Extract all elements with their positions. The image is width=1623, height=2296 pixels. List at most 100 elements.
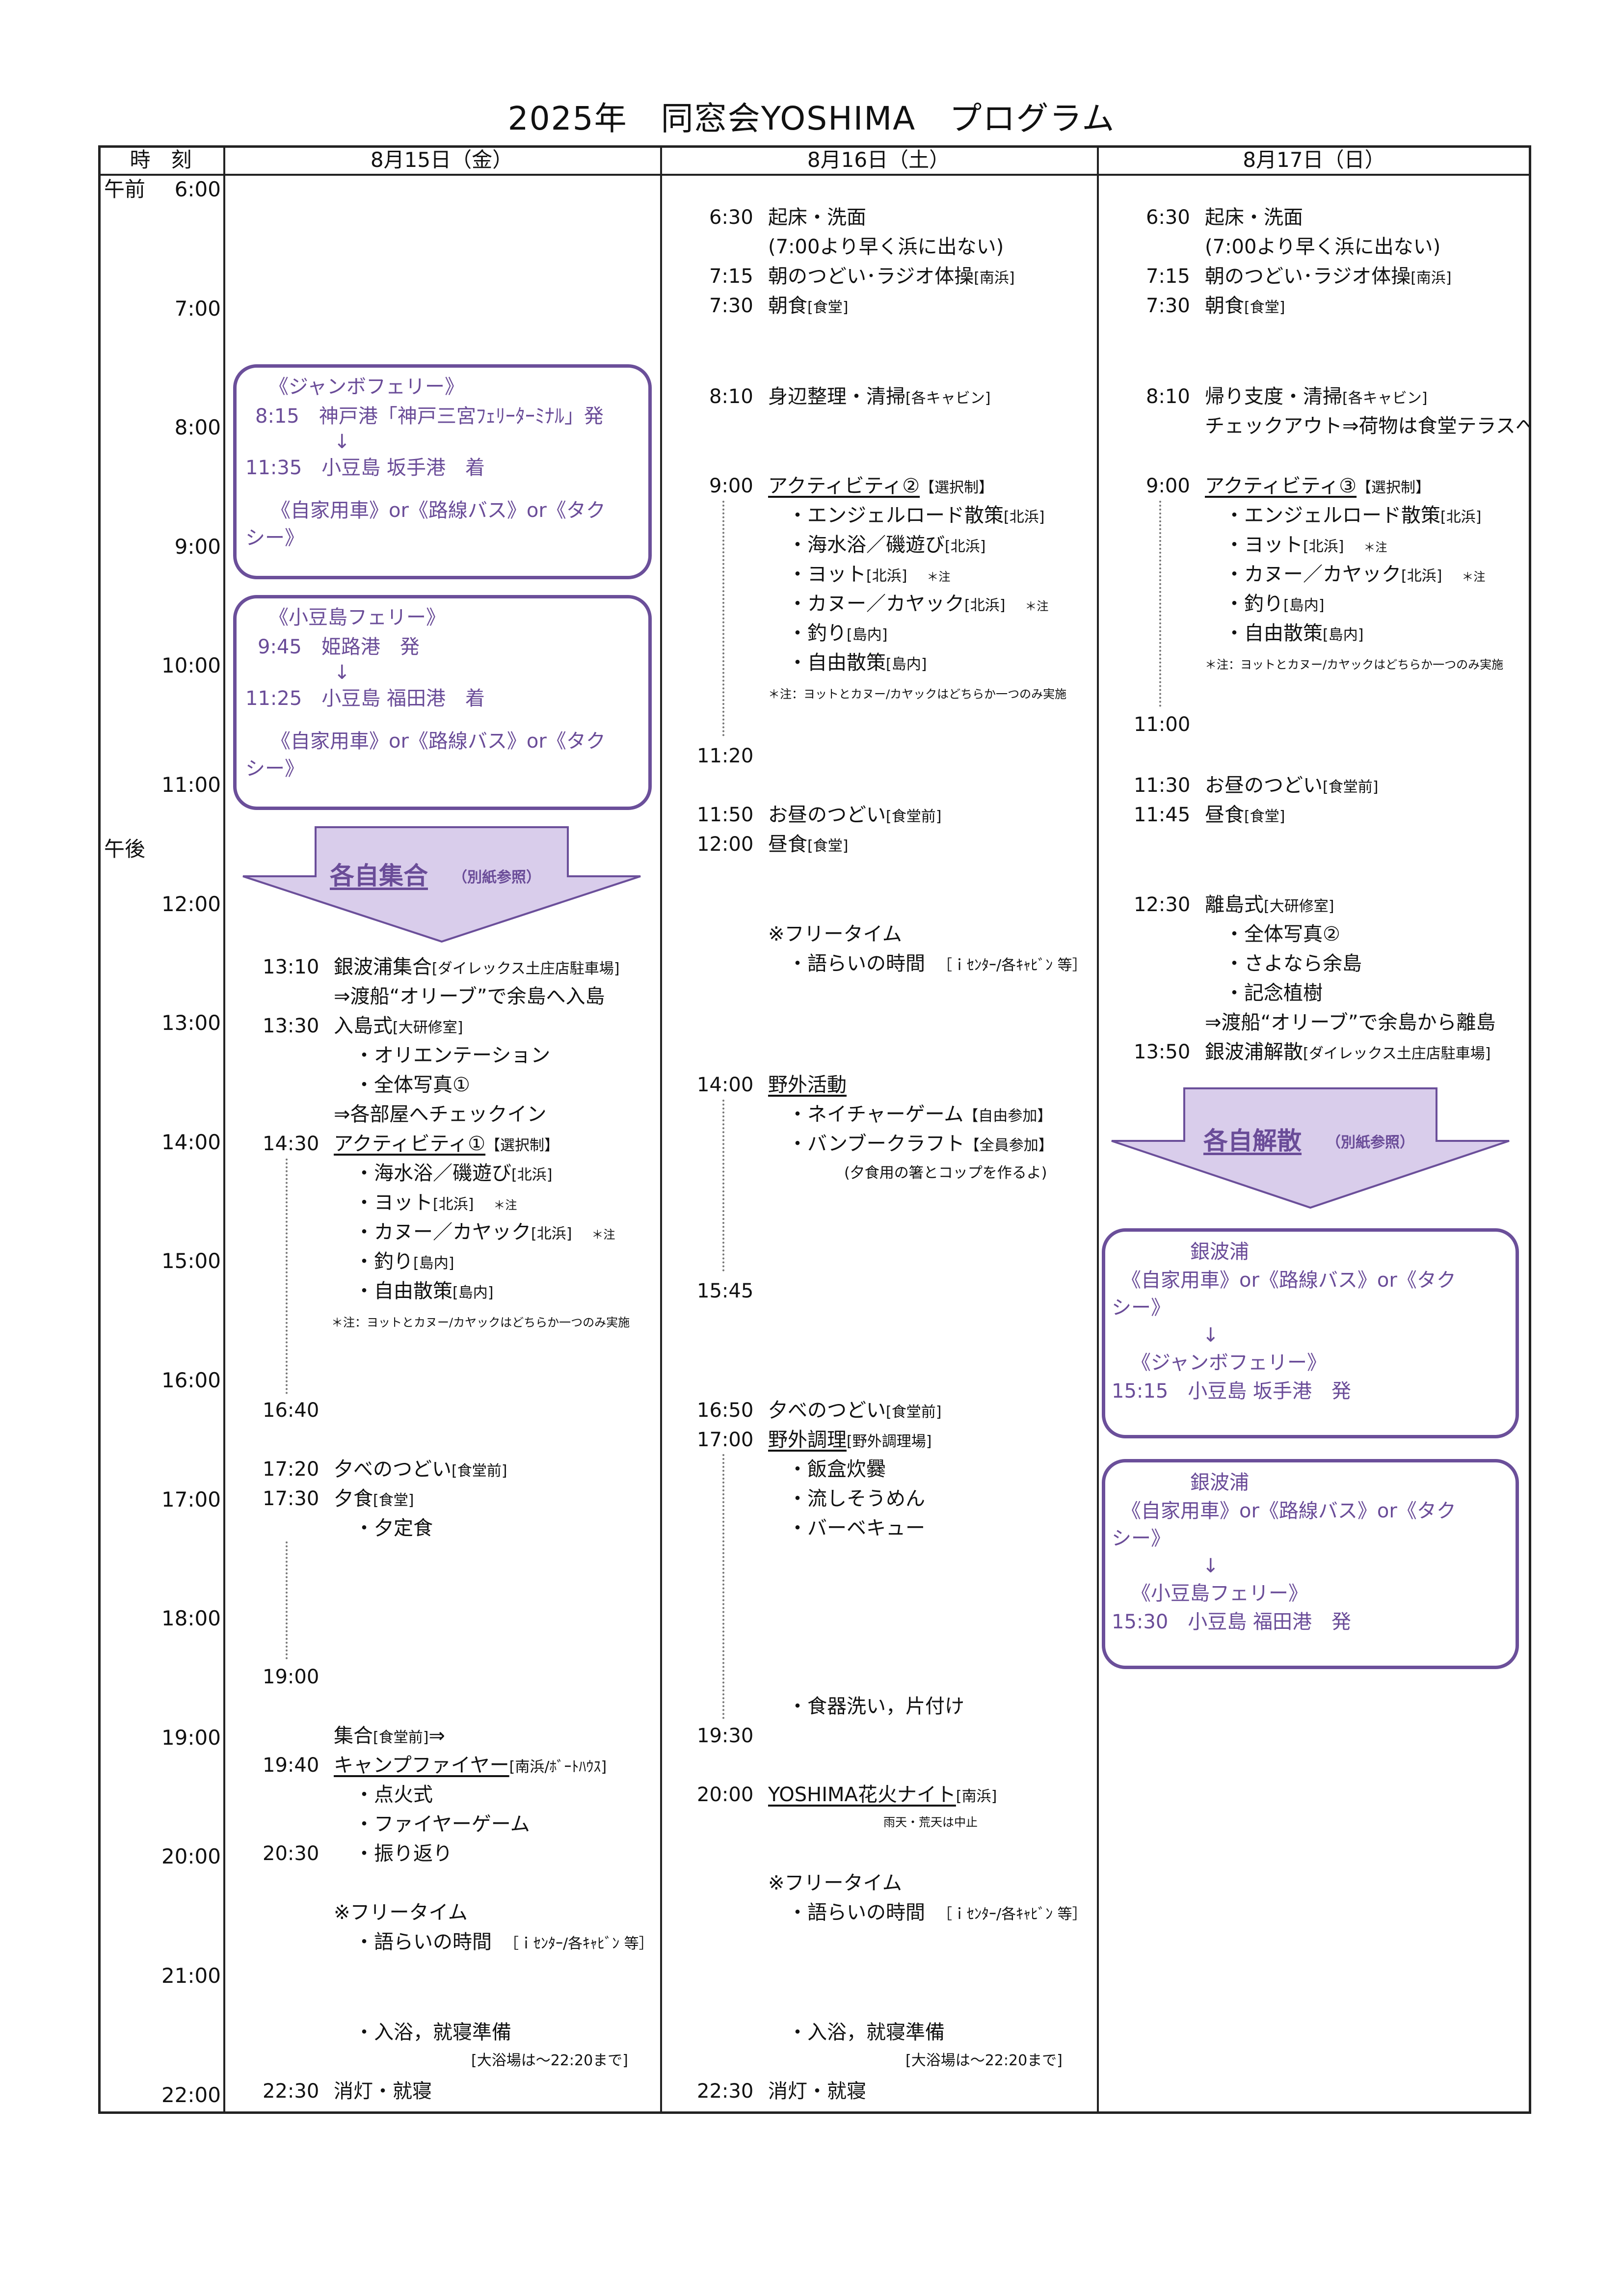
activity-item: ・エンジェルロード散策[北浜] [1224, 504, 1482, 527]
event: 昼食[食堂] [1205, 804, 1285, 826]
ferry-line: 《自家用車》or《路線バス》or《タク [271, 499, 606, 522]
event: アクティビティ②【選択制】 [768, 475, 994, 497]
schedule-table [98, 145, 1531, 2114]
header-day3: 8月17日（日） [1243, 148, 1385, 172]
time: 11:20 [697, 745, 754, 767]
header-day2: 8月16日（土） [807, 148, 950, 172]
return-line: 《ジャンボフェリー》 [1131, 1351, 1327, 1374]
event-detail: [大浴場は～22:20まで] [471, 2052, 628, 2069]
event-detail: ・語らいの時間 ［ｉｾﾝﾀｰ/各ｷｬﾋﾞﾝ 等］ [788, 1901, 1087, 1924]
hour-label: 10:00 [161, 653, 221, 677]
ferry-line: 11:35 小豆島 坂手港 着 [245, 457, 485, 479]
return-box-jumbo [1102, 1228, 1519, 1438]
time: 7:30 [1146, 295, 1190, 317]
return-title: 銀波浦 [1190, 1471, 1249, 1494]
hour-label: 16:00 [161, 1368, 221, 1392]
event: 朝のつどい･ラジオ体操[南浜] [768, 265, 1015, 288]
ferry-line: 9:45 姫路港 発 [258, 636, 420, 658]
time: 17:30 [263, 1487, 319, 1510]
event-detail: ・バンブークラフト【全員参加】 [788, 1133, 1053, 1155]
time: 19:30 [697, 1725, 754, 1747]
arrow-down-icon: ↓ [334, 661, 350, 684]
event: 起床・洗面 [1205, 206, 1303, 229]
hour-label: 11:00 [161, 773, 221, 797]
ferry-line: 11:25 小豆島 福田港 着 [245, 687, 485, 710]
activity-item: ・ヨット[北浜] ＊注 [788, 563, 951, 586]
page-title: 2025年 同窓会YOSHIMA プログラム [507, 100, 1116, 137]
duration-line [722, 501, 724, 736]
time: 11:50 [697, 804, 754, 826]
ferry-box-shodoshima [233, 595, 652, 810]
ferry-box-jumbo [233, 364, 652, 579]
event-detail: チェックアウト⇒荷物は食堂テラスへ [1205, 415, 1529, 437]
time: 6:30 [709, 206, 753, 229]
event-detail: [大浴場は～22:20まで] [905, 2052, 1063, 2069]
event: 朝食[食堂] [768, 295, 849, 317]
event-detail: ・語らいの時間 ［ｉｾﾝﾀｰ/各ｷｬﾋﾞﾝ 等］ [354, 1931, 654, 1953]
event: お昼のつどい[食堂前] [1205, 774, 1379, 797]
event: お昼のつどい[食堂前] [768, 804, 942, 826]
event-detail: ・ネイチャーゲーム【自由参加】 [788, 1103, 1052, 1126]
event-detail: ・さよなら余島 [1224, 952, 1362, 975]
event: 離島式[大研修室] [1205, 893, 1334, 916]
time: 19:00 [263, 1666, 319, 1688]
time: 9:00 [1146, 475, 1190, 497]
activity-item: ・エンジェルロード散策[北浜] [788, 504, 1045, 527]
event: 朝のつどい･ラジオ体操[南浜] [1205, 265, 1452, 288]
arrow-down-icon: ↓ [334, 431, 350, 453]
event-detail: (夕食用の箸とコップを作るよ) [844, 1164, 1047, 1182]
event: 夕べのつどい[食堂前] [768, 1399, 942, 1422]
column-divider [223, 145, 225, 2114]
event: ※フリータイム [768, 923, 902, 945]
event-detail: ・振り返り [354, 1842, 452, 1865]
activity-item: ・海水浴／磯遊び[北浜] [788, 534, 986, 556]
event: ※フリータイム [334, 1901, 468, 1924]
time: 15:45 [697, 1280, 754, 1302]
return-title: 銀波浦 [1190, 1241, 1249, 1263]
return-line: シー》 [1112, 1527, 1171, 1550]
event-detail: ・点火式 [354, 1783, 433, 1806]
am-label: 午前 [104, 177, 146, 201]
time: 13:50 [1134, 1041, 1191, 1063]
event-detail: (7:00より早く浜に出ない) [768, 236, 1004, 258]
event-detail: ・食器洗い，片付け [788, 1695, 964, 1718]
event: 野外活動 [768, 1074, 847, 1096]
ferry-line: 8:15 神戸港「神戸三宮ﾌｪﾘｰﾀｰﾐﾅﾙ」発 [255, 405, 604, 428]
time: 16:50 [697, 1399, 754, 1422]
activity-item: ・自由散策[島内] [788, 651, 927, 674]
column-divider [1097, 145, 1099, 2114]
activity-item: ・ヨット[北浜] ＊注 [1224, 534, 1387, 556]
time: 13:30 [263, 1015, 319, 1037]
hour-label: 19:00 [161, 1726, 221, 1750]
event-detail: ・記念植樹 [1224, 982, 1323, 1004]
activity-item: ・自由散策[島内] [354, 1280, 494, 1302]
note-clip: ＊注：ヨットとカヌー/カヤックはどちらか一つのみ実施 [1205, 651, 1529, 678]
hour-label: 20:00 [161, 1844, 221, 1868]
duration-line [722, 1100, 724, 1271]
event: 銀波浦解散[ダイレックス土庄店駐車場] [1205, 1041, 1491, 1063]
activity-note: ＊注：ヨットとカヌー/カヤックはどちらか一つのみ実施 [331, 1316, 630, 1329]
time: 14:00 [697, 1074, 754, 1096]
event-detail: ・ファイヤーゲーム [354, 1813, 530, 1836]
event-detail: 雨天・荒天は中止 [883, 1815, 978, 1829]
event: 身辺整理・清掃[各キャビン] [768, 385, 991, 408]
event-detail: ・全体写真② [1224, 923, 1340, 945]
event: 帰り支度・清掃[各キャビン] [1205, 385, 1428, 408]
time: 11:00 [1134, 713, 1191, 736]
ferry-line: 《自家用車》or《路線バス》or《タク [271, 730, 606, 753]
header-time: 時 刻 [130, 148, 192, 172]
header-day1: 8月15日（金） [370, 148, 513, 172]
time: 20:30 [263, 1842, 319, 1865]
time: 13:10 [263, 956, 319, 978]
event-detail: ⇒各部屋へチェックイン [334, 1103, 547, 1126]
ferry-title: 《ジャンボフェリー》 [269, 376, 464, 398]
ferry-line: シー》 [245, 527, 304, 549]
time: 16:40 [263, 1399, 319, 1422]
time: 17:00 [697, 1429, 754, 1451]
duration-line [286, 1541, 288, 1659]
event-detail: (7:00より早く浜に出ない) [1205, 236, 1441, 258]
dispersal-arrow [1111, 1087, 1510, 1209]
time: 7:15 [709, 265, 753, 288]
return-line: 《小豆島フェリー》 [1131, 1582, 1308, 1605]
event: 銀波浦集合[ダイレックス土庄店駐車場] [334, 956, 620, 978]
